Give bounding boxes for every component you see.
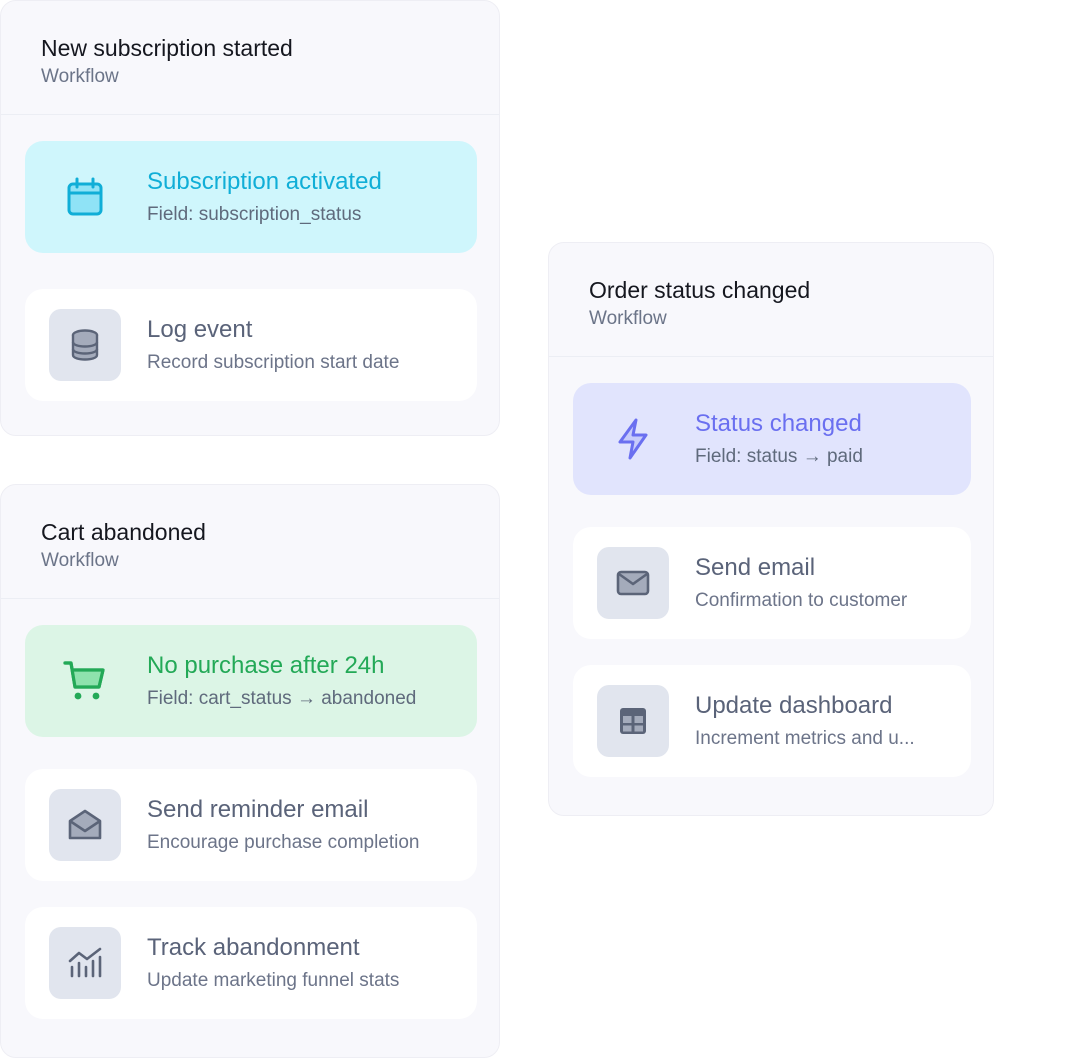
workflow-card-header: Cart abandoned Workflow: [1, 485, 499, 599]
step-title: Send reminder email: [147, 795, 369, 823]
lightning-icon: [597, 403, 669, 475]
step-title: Send email: [695, 553, 816, 581]
database-icon: [49, 309, 121, 381]
mail-icon: [597, 547, 669, 619]
step-texts: Send reminder email Encourage purchase c…: [147, 795, 420, 856]
step-title: Subscription activated: [147, 167, 382, 195]
workflow-card-header: New subscription started Workflow: [1, 1, 499, 115]
workflow-title: Order status changed: [589, 277, 811, 303]
step-description: Update marketing funnel stats: [147, 969, 400, 991]
action-step-update-dashboard[interactable]: Update dashboard Increment metrics and u…: [573, 665, 971, 777]
step-description: Increment metrics and u...: [695, 727, 915, 749]
step-texts: Update dashboard Increment metrics and u…: [695, 691, 915, 752]
workflow-subtitle: Workflow: [589, 308, 667, 329]
workflow-card-order-status-changed[interactable]: Order status changed Workflow Status cha…: [548, 242, 994, 816]
mail-open-icon: [49, 789, 121, 861]
step-description: Field: cart_status → abandoned: [147, 687, 417, 709]
workflow-title: New subscription started: [41, 35, 293, 61]
workflow-title: Cart abandoned: [41, 519, 206, 545]
step-description: Record subscription start date: [147, 351, 400, 373]
step-texts: Send email Confirmation to customer: [695, 553, 907, 614]
chart-bars-icon: [49, 927, 121, 999]
workflow-subtitle: Workflow: [41, 66, 119, 87]
step-texts: No purchase after 24h Field: cart_status…: [147, 651, 416, 712]
step-description: Field: status → paid: [695, 445, 863, 467]
step-description: Field: subscription_status: [147, 203, 362, 225]
step-description: Confirmation to customer: [695, 589, 908, 611]
trigger-step-no-purchase[interactable]: No purchase after 24h Field: cart_status…: [25, 625, 477, 737]
step-title: Track abandonment: [147, 933, 360, 961]
step-title: Log event: [147, 315, 253, 343]
step-texts: Status changed Field: status → paid: [695, 409, 863, 470]
step-texts: Track abandonment Update marketing funne…: [147, 933, 399, 994]
action-step-track-abandonment[interactable]: Track abandonment Update marketing funne…: [25, 907, 477, 1019]
trigger-step-status-changed[interactable]: Status changed Field: status → paid: [573, 383, 971, 495]
step-texts: Log event Record subscription start date: [147, 315, 399, 376]
workflow-card-header: Order status changed Workflow: [549, 243, 993, 357]
shopping-cart-icon: [49, 645, 121, 717]
workflow-card-cart-abandoned[interactable]: Cart abandoned Workflow No purchase afte…: [0, 484, 500, 1058]
action-step-send-email[interactable]: Send email Confirmation to customer: [573, 527, 971, 639]
workflow-card-new-subscription[interactable]: New subscription started Workflow Subscr…: [0, 0, 500, 436]
trigger-step-subscription-activated[interactable]: Subscription activated Field: subscripti…: [25, 141, 477, 253]
table-grid-icon: [597, 685, 669, 757]
action-step-send-reminder-email[interactable]: Send reminder email Encourage purchase c…: [25, 769, 477, 881]
step-description: Encourage purchase completion: [147, 831, 420, 853]
step-texts: Subscription activated Field: subscripti…: [147, 167, 382, 228]
step-title: No purchase after 24h: [147, 651, 385, 679]
action-step-log-event[interactable]: Log event Record subscription start date: [25, 289, 477, 401]
workflow-subtitle: Workflow: [41, 550, 119, 571]
step-title: Update dashboard: [695, 691, 893, 719]
calendar-icon: [49, 161, 121, 233]
step-title: Status changed: [695, 409, 862, 437]
